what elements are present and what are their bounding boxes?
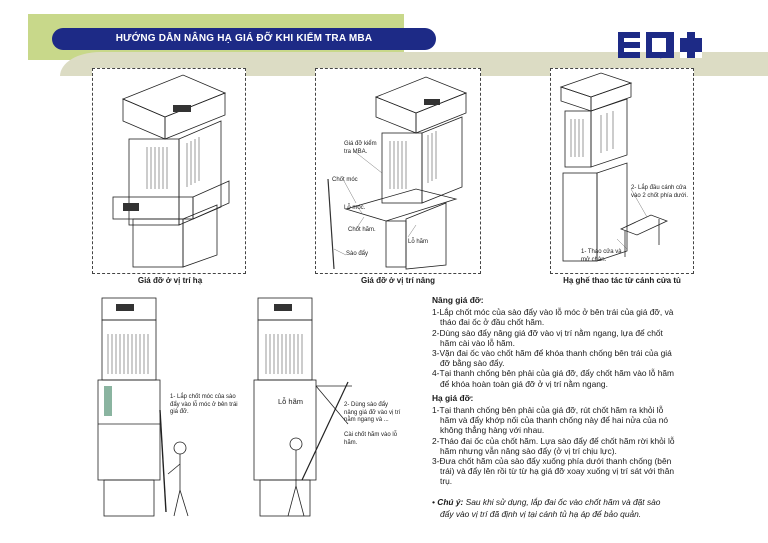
figure-step2: Lỗ hãm 2- Dùng sào đẩy nâng giá đỡ vào v… <box>252 294 402 520</box>
fig2-caption: Giá đỡ ở vị trí nâng <box>360 276 436 285</box>
cabinet-raised-drawing <box>327 76 468 270</box>
raise-step-line: 2-Dùng sào đẩy nâng giá đỡ vào vị trí nằ… <box>432 327 663 338</box>
bullet-icon: • <box>432 496 438 507</box>
cabinet-stool-drawing <box>559 72 669 262</box>
raise-step-line: tháo đai ốc ở đầu chốt hãm. <box>440 317 545 328</box>
fig3-note-step1: 1- Tháo cửa và mở chân. <box>581 249 622 263</box>
fig2-note-lo-moc: Lỗ móc. <box>344 205 366 211</box>
lower-step-line: trụ. <box>440 476 453 487</box>
figure-step1: 1- Lắp chốt móc của sào đẩy vào lỗ móc ở… <box>96 294 242 520</box>
fig3-note-step2: 2- Lắp đầu cánh cửa vào 2 chốt phía dưới… <box>631 185 688 199</box>
instructions: Nâng giá đỡ: 1-Lắp chốt móc của sào đẩy … <box>432 295 760 519</box>
fig2-note-sao-day: Sào đẩy <box>346 251 369 257</box>
cabinet-step1-drawing <box>97 297 189 517</box>
logo-text: EDI <box>660 58 662 60</box>
cabinet-logo-plate <box>173 105 191 112</box>
figure-stool: 2- Lắp đầu cánh cửa vào 2 chốt phía dưới… <box>550 68 694 274</box>
cabinet-logo-plate-2 <box>123 203 139 211</box>
figure-lowered <box>92 68 246 274</box>
fig2-note-gia-do: Giá đỡ kiểm tra MBA. <box>344 141 377 155</box>
figure-raised: Giá đỡ kiểm tra MBA. Chốt móc Lỗ móc. Ch… <box>315 68 481 274</box>
raise-title: Nâng giá đỡ: <box>432 295 484 305</box>
fig2-note-lo-ham: Lỗ hãm <box>408 239 429 245</box>
raise-step-line: 4-Tại thanh chống bên phải của giá đỡ, đ… <box>432 368 675 379</box>
cabinet-logo-plate-3 <box>424 99 440 105</box>
note-line: • Chú ý: Sau khi sử dụng, lắp đai ốc vào… <box>432 497 760 507</box>
lower-step-line: 3-Đưa chốt hãm của sào đẩy xuống phía dư… <box>432 456 672 467</box>
page-title: HƯỚNG DẪN NÂNG HẠ GIÁ ĐỠ KHI KIỂM TRA MB… <box>52 28 436 50</box>
cabinet-lowered-drawing <box>112 74 230 268</box>
blue-panel <box>104 386 112 416</box>
fig4-note: 1- Lắp chốt móc của sào đẩy vào lỗ móc ở… <box>170 394 238 415</box>
raise-step-line: 1-Lắp chốt móc của sào đẩy vào lỗ móc ở … <box>432 307 674 318</box>
note-text-2: đẩy vào vị trí đã định vị tại cánh tủ hạ… <box>440 508 642 519</box>
lower-step-line: trái) và đẩy lên rồi từ từ hạ giá đỡ xoa… <box>440 466 675 477</box>
lower-step-line: hãm nhưng vẫn nâng sào đẩy (ở vị trí chị… <box>440 445 617 456</box>
lower-title: Hạ giá đỡ: <box>432 392 474 403</box>
cabinet-logo-plate-5 <box>274 304 292 311</box>
fig2-note-chot-moc: Chốt móc <box>332 177 358 183</box>
lower-step-line: hãm và đẩy khớp nối của thanh chống này … <box>440 415 669 426</box>
fig3-caption: Hạ ghế thao tác từ cánh cửa tủ <box>563 276 681 285</box>
fig5-note-step2: 2- Dùng sào đẩy nâng giá đỡ vào vị trí n… <box>344 402 401 423</box>
fig5-note-lo-ham: Lỗ hãm <box>278 397 304 406</box>
cabinet-step2-drawing <box>253 297 352 517</box>
fig1-caption: Giá đỡ ở vị trí hạ <box>137 276 203 285</box>
raise-step-line: 3-Vặn đai ốc vào chốt hãm để khóa thanh … <box>432 348 672 359</box>
note-label: Chú ý: <box>437 496 464 507</box>
fig2-note-chot-ham: Chốt hãm. <box>348 227 376 233</box>
fig5-note-cai-chot: Cài chốt hãm vào lỗ hãm. <box>344 432 398 446</box>
lower-step-line: 1-Tại thanh chống bên phải của giá đỡ, r… <box>432 405 664 416</box>
raise-step-line: để khóa hoàn toàn giá đỡ ở vị trí nằm ng… <box>440 378 608 389</box>
edi-logo: EDI <box>618 32 702 60</box>
note-text: Sau khi sử dụng, lắp đai ốc vào chốt hãm… <box>465 496 661 507</box>
lower-step-line: 2-Tháo đai ốc của chốt hãm. Lựa sào đẩy … <box>432 435 675 446</box>
raise-step-line: đỡ bằng sào đẩy. <box>440 358 505 369</box>
lower-step-line: không thẳng hàng với nhau. <box>440 425 545 436</box>
cabinet-logo-plate-4 <box>116 304 134 311</box>
raise-step-line: hãm cài vào lỗ hãm. <box>440 337 515 348</box>
